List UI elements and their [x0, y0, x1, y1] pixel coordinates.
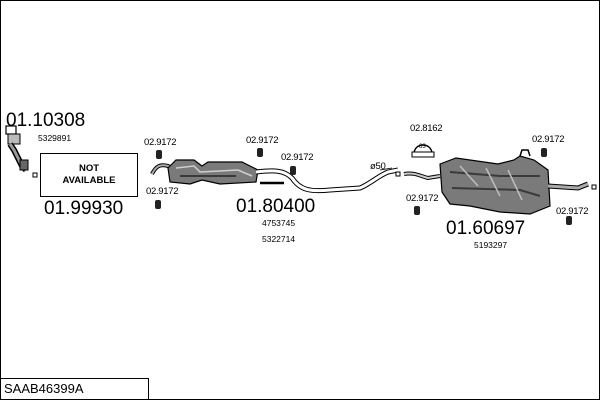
rear-silencer-drawing — [403, 149, 597, 215]
front-pipe-drawing — [5, 125, 29, 173]
mounting-label-4: 02.9172 — [281, 152, 314, 163]
middle-silencer-oem-1: 4753745 — [262, 218, 296, 228]
mounting-label-2: 02.9172 — [146, 186, 179, 197]
pipe-diameter-label: ø50 — [370, 161, 386, 172]
not-available-line1: NOT — [78, 163, 100, 174]
diameter-pointer — [379, 167, 393, 171]
mounting-label-5: 02.9172 — [532, 134, 565, 145]
mounting-label-7: 02.9172 — [556, 206, 589, 217]
bracket-label: 02.8162 — [410, 123, 443, 134]
not-available-line2: AVAILABLE — [62, 175, 116, 186]
front-pipe-code: 01.10308 — [6, 110, 86, 131]
middle-silencer-oem-2: 5322714 — [262, 234, 296, 244]
bracket-drawing — [411, 144, 435, 158]
middle-silencer-code: 01.80400 — [236, 196, 316, 217]
diagram-code: SAAB46399A — [4, 381, 84, 396]
bracket-inner-label: 63 — [419, 144, 426, 150]
mounting-label-3: 02.9172 — [246, 135, 279, 146]
middle-silencer-drawing — [150, 159, 401, 194]
connector-marker — [32, 172, 38, 178]
mounting-label-1: 02.9172 — [144, 137, 177, 148]
rear-silencer-code: 01.60697 — [446, 218, 526, 239]
mounting-label-6: 02.9172 — [406, 193, 439, 204]
mounting-shapes — [155, 148, 572, 225]
diagram-code-box: SAAB46399A — [0, 378, 149, 399]
rear-silencer-oem: 5193297 — [474, 240, 508, 250]
front-pipe-oem: 5329891 — [38, 133, 72, 143]
not-available-box: NOT AVAILABLE — [40, 153, 138, 197]
not-available-part-code: 01.99930 — [44, 198, 124, 219]
